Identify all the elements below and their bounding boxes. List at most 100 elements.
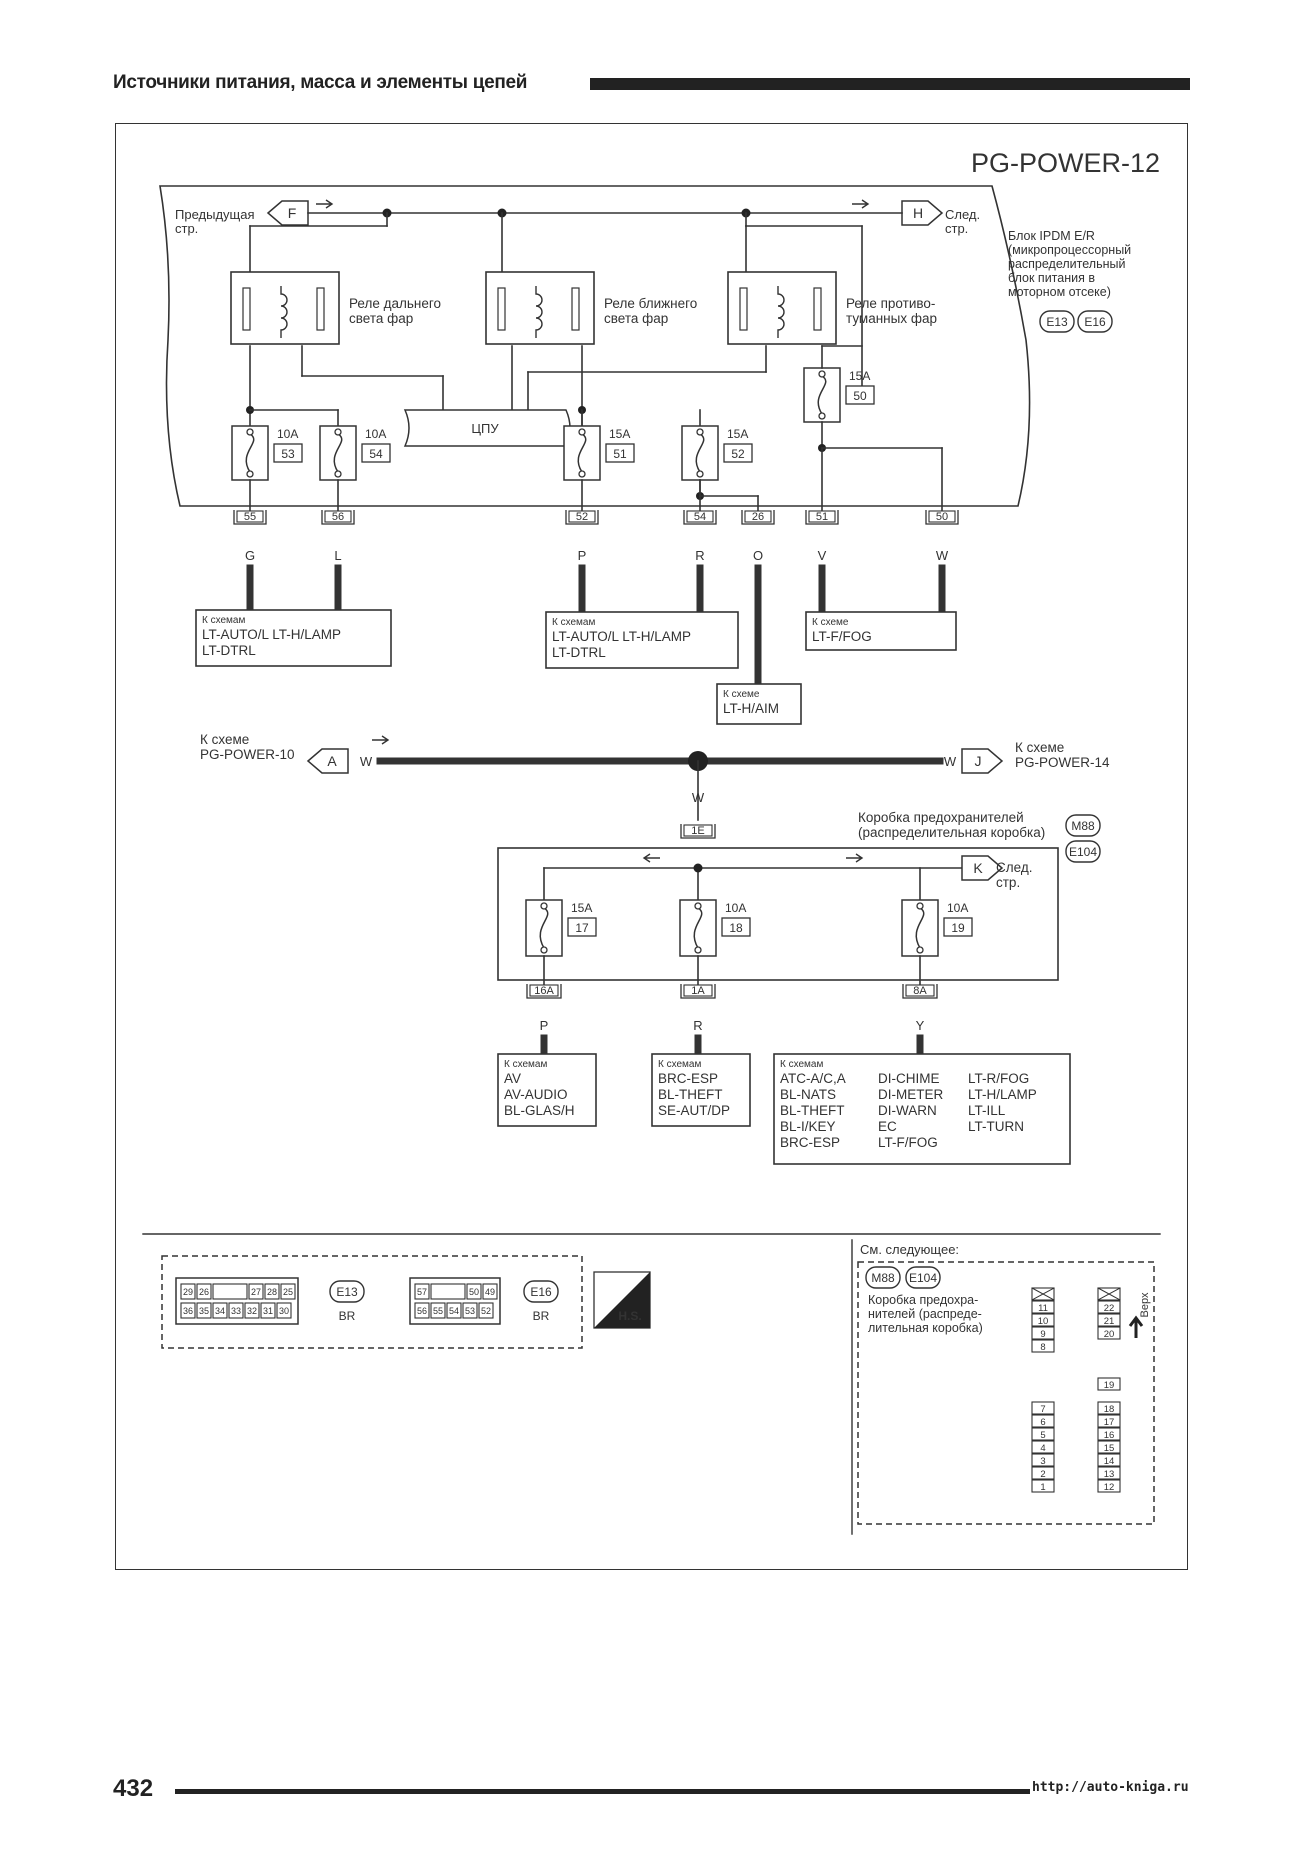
fuse-slot-number: 3 — [1040, 1456, 1045, 1467]
relay-name: туманных фар — [846, 311, 937, 326]
relay-coil-icon — [280, 286, 288, 338]
harness-side-badge-icon: H.S. — [593, 1271, 651, 1329]
connector-tag-label: E104 — [1069, 845, 1097, 859]
connector-tag — [905, 1266, 941, 1289]
ipdm-title: распределительный — [1008, 257, 1125, 271]
fuse-slot-number: 2 — [1040, 1469, 1045, 1480]
terminal — [540, 946, 548, 954]
fuse-slot-number: 21 — [1104, 1316, 1115, 1327]
terminal — [694, 946, 702, 954]
target-diagram-code: LT-TURN — [968, 1119, 1024, 1134]
terminal — [818, 370, 826, 378]
target-diagram-code: DI-CHIME — [878, 1071, 940, 1086]
wire-color: O — [753, 548, 763, 563]
target-diagram-code: EC — [878, 1119, 897, 1134]
connector-tag — [1065, 840, 1101, 863]
pin-number: 1A — [691, 985, 705, 997]
off-page-connector — [961, 748, 1004, 774]
target-diagram-code: AV — [504, 1071, 521, 1086]
wire-color: V — [818, 548, 827, 563]
connector-letter: J — [975, 753, 982, 769]
direction-arrow-icon — [846, 853, 864, 863]
see-also-desc: Коробка предохра- — [868, 1293, 978, 1307]
connector-tag-label: E16 — [1084, 315, 1106, 329]
fuse-rating: 15A — [849, 369, 870, 383]
fuse-element-icon — [539, 907, 549, 949]
pin-number: 1E — [691, 825, 704, 837]
fuse-element-icon — [245, 433, 255, 473]
connector-pin-label: 52 — [481, 1306, 491, 1316]
fuse-number: 54 — [369, 447, 383, 461]
fuse-element-icon — [333, 433, 343, 473]
page-number: 432 — [113, 1775, 154, 1802]
fuse-slot-number: 5 — [1040, 1430, 1045, 1441]
wire-color: W — [360, 754, 373, 769]
fuse-slot-number: 20 — [1104, 1329, 1115, 1340]
fuse-slot-number: 8 — [1040, 1342, 1045, 1353]
connector-pin-label: 57 — [417, 1287, 427, 1297]
connector-pin-label: 34 — [215, 1306, 225, 1316]
wire-color: G — [245, 548, 255, 563]
connector-tag-label: M88 — [1071, 819, 1095, 833]
fuse-rating: 10A — [277, 427, 298, 441]
fuse-rating: 15A — [609, 427, 630, 441]
wire-color: W — [944, 754, 957, 769]
wire-color: P — [540, 1018, 549, 1033]
connector-pin-label: 56 — [417, 1306, 427, 1316]
fuse-slot-number: 1 — [1040, 1482, 1045, 1493]
wire-color: R — [693, 1018, 702, 1033]
hs-label: H.S. — [618, 1309, 641, 1323]
terminal — [578, 428, 586, 436]
fuse-element-icon — [693, 907, 703, 949]
fuse-rating: 15A — [571, 901, 592, 915]
target-diagram-code: LT-F/FOG — [878, 1135, 938, 1150]
target-diagram-code: BL-THEFT — [658, 1087, 723, 1102]
connector-tag — [865, 1266, 901, 1289]
pin-number: 16A — [534, 985, 554, 997]
next-page-label: стр. — [996, 875, 1020, 890]
target-diagram-code: LT-AUTO/L LT-H/LAMP — [202, 627, 341, 642]
footer-url[interactable]: http://auto-kniga.ru — [1032, 1780, 1189, 1795]
terminal — [246, 470, 254, 478]
target-header: К схеме — [812, 617, 849, 628]
target-diagram-code: AV-AUDIO — [504, 1087, 568, 1102]
connector-pin-tab — [683, 510, 717, 525]
connector-pin-label: 29 — [183, 1287, 193, 1297]
target-header: К схемам — [202, 615, 245, 626]
fuse-slot-number: 18 — [1104, 1404, 1115, 1415]
header-rule — [590, 78, 1190, 90]
target-header: К схемам — [780, 1059, 823, 1070]
fuse-slot-number: 11 — [1038, 1303, 1048, 1314]
terminal — [246, 428, 254, 436]
connector-pin-tab — [925, 510, 959, 525]
next-page-label: стр. — [945, 221, 968, 236]
target-diagram-code: LT-R/FOG — [968, 1071, 1029, 1086]
wire-color: R — [695, 548, 704, 563]
connector-pin-tab — [741, 510, 775, 525]
connector-tag — [523, 1280, 559, 1303]
fuse-element-icon — [577, 433, 587, 473]
pin-number: 51 — [816, 511, 828, 523]
bus-left-label: К схеме — [200, 732, 249, 747]
connector-pin-label: 35 — [199, 1306, 209, 1316]
fuse-element-icon — [695, 433, 705, 473]
connector-view-frame — [161, 1255, 583, 1349]
target-diagram-code: BRC-ESP — [658, 1071, 718, 1086]
fuse-rating: 10A — [947, 901, 968, 915]
pin-number: 8A — [913, 985, 927, 997]
terminal — [818, 412, 826, 420]
target-diagrams-box: К схемамATC-A/C,ABL-NATSBL-THEFTBL-I/KEY… — [773, 1053, 1071, 1165]
connector-pin-label: 26 — [199, 1287, 209, 1297]
fuse-number: 17 — [575, 921, 589, 935]
connector-pin-label: 27 — [251, 1287, 261, 1297]
fuse-rating: 10A — [365, 427, 386, 441]
fuse-slot-number: 4 — [1040, 1443, 1045, 1454]
fuse-number: 18 — [729, 921, 743, 935]
